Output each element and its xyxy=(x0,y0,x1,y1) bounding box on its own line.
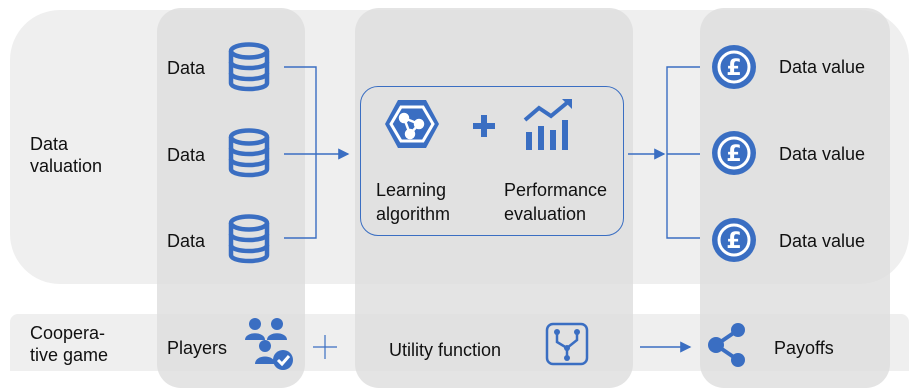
players-group-icon xyxy=(243,316,295,371)
share-icon xyxy=(706,320,748,370)
data-input-label: Data xyxy=(167,231,206,251)
model-box xyxy=(360,86,624,236)
pound-coin-icon: £ xyxy=(710,43,758,91)
svg-text:£: £ xyxy=(726,56,741,81)
input-bracket xyxy=(284,66,317,239)
utility-function-label: Utility function xyxy=(389,340,502,360)
data-value-label: Data value xyxy=(779,57,866,77)
utility-graph-icon xyxy=(545,322,589,366)
database-icon xyxy=(226,42,272,92)
connector-lines xyxy=(284,66,700,359)
data-value-label: Data value xyxy=(779,144,866,164)
performance-evaluation-label: Performance evaluation xyxy=(504,178,607,226)
label-line: Learning xyxy=(376,180,447,200)
learning-algorithm-label: Learning algorithm xyxy=(376,178,450,226)
hexagon-network-icon xyxy=(384,98,440,150)
label-line: Performance xyxy=(504,180,608,200)
svg-text:£: £ xyxy=(726,229,741,254)
svg-text:£: £ xyxy=(726,142,741,167)
output-bracket xyxy=(666,66,700,239)
database-icon xyxy=(226,214,272,264)
payoffs-label: Payoffs xyxy=(774,338,834,358)
database-icon xyxy=(226,128,272,178)
data-value-label: Data value xyxy=(779,231,866,251)
data-input-label: Data xyxy=(167,58,206,78)
row-label-line: Data xyxy=(30,134,69,154)
pound-coin-icon: £ xyxy=(710,129,758,177)
data-input-label: Data xyxy=(167,145,206,165)
label-line: algorithm xyxy=(376,204,451,224)
row-label-line: valuation xyxy=(30,156,103,176)
players-label: Players xyxy=(167,338,228,358)
row-label-line: tive game xyxy=(30,345,109,365)
function-column xyxy=(355,8,633,388)
data-valuation-label: Data valuation xyxy=(30,133,102,177)
cooperative-game-label: Coopera- tive game xyxy=(30,322,108,366)
row-label-line: Coopera- xyxy=(30,323,106,343)
bar-chart-trend-icon xyxy=(522,98,578,152)
pound-coin-icon: £ xyxy=(710,216,758,264)
label-line: evaluation xyxy=(504,204,587,224)
plus-icon xyxy=(472,114,496,138)
